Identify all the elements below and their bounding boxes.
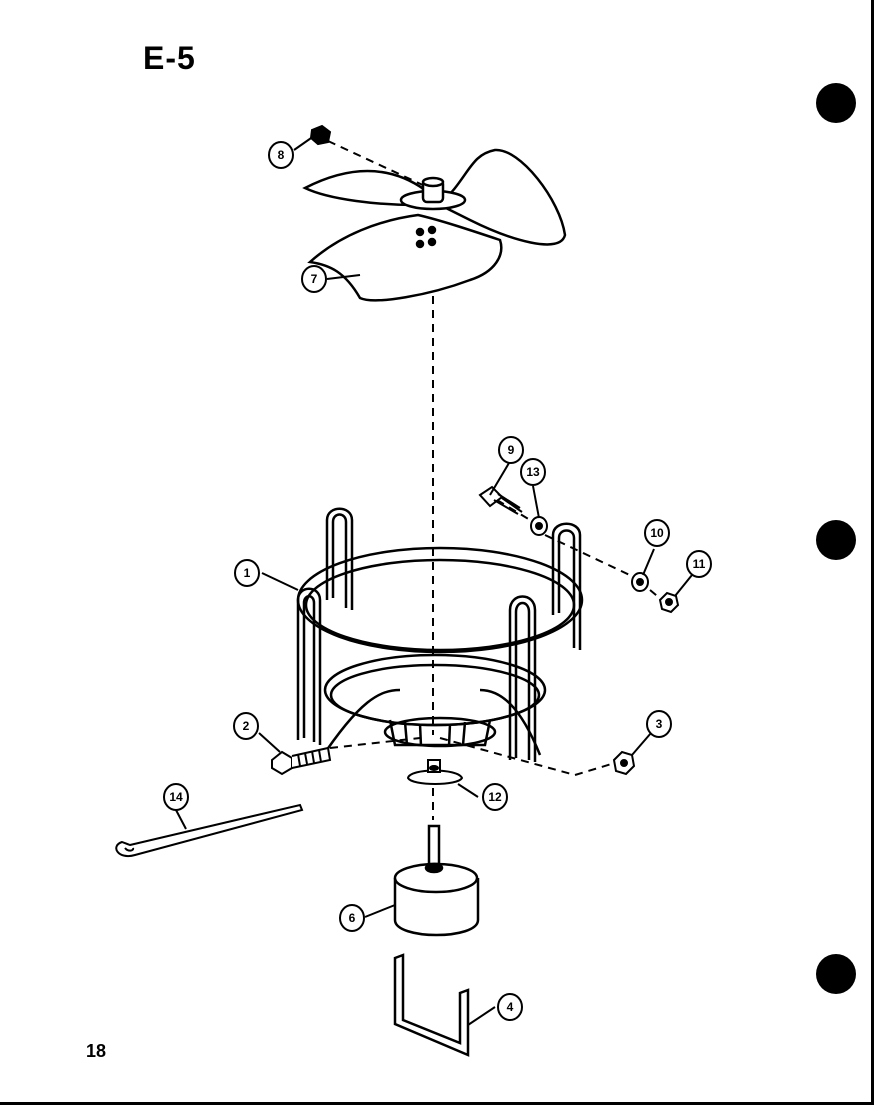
callout-1-motor-bracket: 1 xyxy=(234,559,260,587)
binder-holes xyxy=(816,83,856,994)
callout-number: 13 xyxy=(526,465,540,479)
callout-2-bolt: 2 xyxy=(233,712,259,740)
motor-bracket-part xyxy=(296,507,584,762)
callout-8-fan-screw: 8 xyxy=(268,141,294,169)
callout-number: 3 xyxy=(656,717,663,731)
binder-hole-bottom xyxy=(816,954,856,994)
page-number: 18 xyxy=(86,1041,107,1061)
callout-circle xyxy=(644,519,670,547)
bolt-2-part xyxy=(271,746,332,776)
washer-10-part xyxy=(631,572,649,592)
binder-hole-top xyxy=(816,83,856,123)
callout-circle xyxy=(233,712,259,740)
callout-10-washer: 10 xyxy=(644,519,670,547)
callout-number: 8 xyxy=(278,148,285,162)
nut-3-part xyxy=(612,750,636,776)
callout-12-grommet: 12 xyxy=(482,783,508,811)
callout-9-bolt: 9 xyxy=(498,436,524,464)
washer-13-part xyxy=(530,516,548,536)
callout-circle xyxy=(268,141,294,169)
callout-circle xyxy=(339,904,365,932)
callout-circle xyxy=(646,710,672,738)
callout-number: 7 xyxy=(311,272,318,286)
fan-screw-part xyxy=(309,124,332,146)
callout-number: 12 xyxy=(488,790,502,804)
cotter-pin-14-part xyxy=(115,803,304,858)
callout-circle xyxy=(301,265,327,293)
callout-number: 2 xyxy=(243,719,250,733)
callout-13-washer: 13 xyxy=(520,458,546,486)
diagram-title: E-5 xyxy=(143,40,196,76)
callout-number: 6 xyxy=(349,911,356,925)
callout-circle xyxy=(234,559,260,587)
callout-3-nut: 3 xyxy=(646,710,672,738)
callout-6-motor: 6 xyxy=(339,904,365,932)
callout-11-nut: 11 xyxy=(686,550,712,578)
callout-circle xyxy=(163,783,189,811)
callout-number: 14 xyxy=(169,790,183,804)
binder-hole-middle xyxy=(816,520,856,560)
callout-circle xyxy=(686,550,712,578)
leader-lines xyxy=(175,135,693,1026)
callout-7-fan-blade: 7 xyxy=(301,265,327,293)
callout-number: 11 xyxy=(693,557,706,571)
callout-number: 9 xyxy=(508,443,515,457)
strap-4-part xyxy=(393,953,470,1057)
grommet-12-part xyxy=(406,759,464,785)
bolt-9-part xyxy=(478,485,523,515)
callout-circle xyxy=(498,436,524,464)
callout-number: 10 xyxy=(650,526,664,540)
motor-6-part xyxy=(393,824,480,937)
callout-circle xyxy=(497,993,523,1021)
fan-blade-part xyxy=(302,148,567,302)
callout-circle xyxy=(482,783,508,811)
callout-4-strap: 4 xyxy=(497,993,523,1021)
nut-11-part xyxy=(658,591,680,614)
callout-number: 4 xyxy=(507,1000,514,1014)
callout-circle xyxy=(520,458,546,486)
callout-number: 1 xyxy=(244,566,251,580)
callout-14-cotter-pin: 14 xyxy=(163,783,189,811)
